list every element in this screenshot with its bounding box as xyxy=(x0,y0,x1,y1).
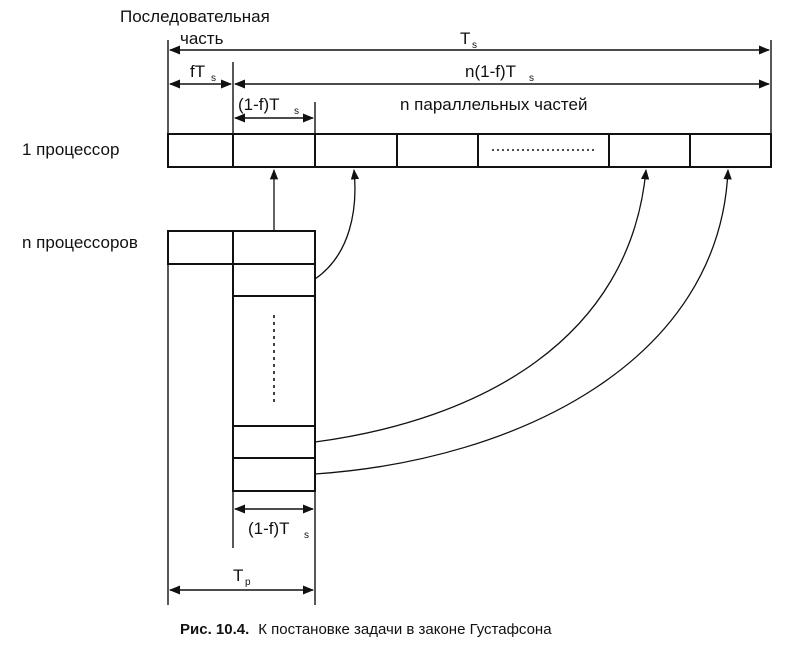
ts-label-sub: s xyxy=(472,40,477,51)
figure-caption-text: К постановке задачи в законе Густафсона xyxy=(258,621,552,638)
arrow-block-n xyxy=(314,168,732,475)
arrow-block-n-minus-1 xyxy=(314,168,650,443)
tp-label-sub: p xyxy=(245,577,251,588)
fts-label: fT xyxy=(190,62,205,81)
one-minus-f-ts-top-label-sub: s xyxy=(294,106,299,117)
fts-label-sub: s xyxy=(211,73,216,84)
n-proc-parallel-column xyxy=(232,230,316,492)
figure-caption-prefix: Рис. 10.4. xyxy=(180,621,249,638)
one-processor-bar-frame xyxy=(167,133,772,168)
n-processors-label: n процессоров xyxy=(22,233,138,252)
one-processor-bar xyxy=(167,133,772,168)
arrow-block2 xyxy=(314,168,360,280)
ts-label: T xyxy=(460,29,470,48)
n-proc-seq-block xyxy=(167,230,234,265)
figure-caption: Рис. 10.4. К постановке задачи в законе … xyxy=(180,621,552,638)
one-processor-label: 1 процессор xyxy=(22,140,119,159)
tp-label: T xyxy=(233,566,243,585)
seq-part-label-line2: часть xyxy=(180,29,224,48)
one-minus-f-ts-top-label: (1-f)T xyxy=(238,95,280,114)
one-minus-f-ts-bottom-label: (1-f)T xyxy=(248,519,290,538)
one-minus-f-ts-bottom-label-sub: s xyxy=(304,530,309,541)
seq-part-label-line1: Последовательная xyxy=(120,7,270,26)
n1fts-label: n(1-f)T xyxy=(465,62,516,81)
n1fts-label-sub: s xyxy=(529,73,534,84)
n-parallel-parts-label: n параллельных частей xyxy=(400,95,587,114)
